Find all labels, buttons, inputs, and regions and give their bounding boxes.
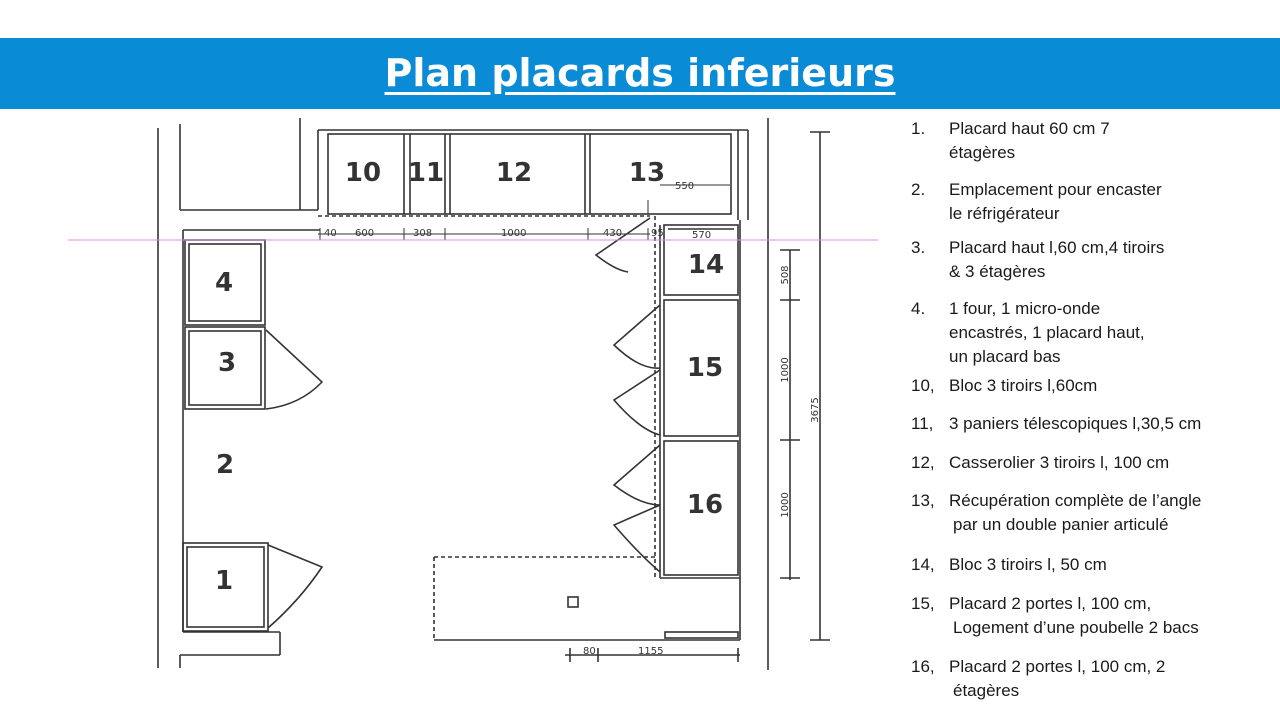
legend-number: 2. <box>911 180 926 199</box>
legend-text: 1 four, 1 micro-onde <box>949 299 1101 318</box>
sink-marker <box>567 596 579 608</box>
legend-text: & 3 étagères <box>949 262 1046 281</box>
legend-text: Logement d’une poubelle 2 bacs <box>953 618 1199 637</box>
legend-number: 13, <box>911 491 935 510</box>
cabinet-1 <box>182 542 269 632</box>
cabinet-14 <box>663 224 739 296</box>
legend-text: étagères <box>953 681 1020 700</box>
dim-430: 430 <box>603 228 622 239</box>
legend-text: Bloc 3 tiroirs l, 50 cm <box>949 555 1107 574</box>
cabinet-15 <box>663 299 739 437</box>
dim-40: 40 <box>324 228 337 239</box>
legend-number: 15, <box>911 594 935 613</box>
legend-text: étagères <box>949 143 1016 162</box>
kitchen-floor-plan: 10 11 12 13 14 4 3 15 2 16 1 40 600 308 … <box>68 118 878 670</box>
unit-label-16: 16 <box>687 490 723 520</box>
title-banner: Plan placards inferieurs <box>0 38 1280 109</box>
legend-text: Placard haut l,60 cm,4 tiroirs <box>949 238 1165 257</box>
legend-number: 12, <box>911 453 935 472</box>
dim-1000: 1000 <box>501 228 526 239</box>
unit-label-11: 11 <box>408 158 444 188</box>
page-title: Plan placards inferieurs <box>384 51 896 95</box>
legend-text: Placard haut 60 cm 7 <box>949 119 1110 138</box>
unit-label-1: 1 <box>215 566 233 596</box>
unit-label-3: 3 <box>218 348 236 378</box>
legend-text: Bloc 3 tiroirs l,60cm <box>949 376 1098 395</box>
dim-1000-right-lower: 1000 <box>780 492 791 517</box>
unit-label-4: 4 <box>215 268 233 298</box>
dim-550: 550 <box>675 181 694 192</box>
legend-text: Emplacement pour encaster <box>949 180 1162 199</box>
top-counter <box>327 133 732 215</box>
legend-text: par un double panier articulé <box>953 515 1169 534</box>
legend-text: un placard bas <box>949 347 1061 366</box>
legend-number: 3. <box>911 238 926 257</box>
legend-number: 4. <box>911 299 926 318</box>
legend-number: 14, <box>911 555 935 574</box>
cabinet-16 <box>663 440 739 576</box>
legend-number: 1. <box>911 119 926 138</box>
unit-label-2: 2 <box>216 450 234 480</box>
dim-570: 570 <box>692 230 711 241</box>
unit-label-12: 12 <box>496 158 532 188</box>
legend-text: 3 paniers télescopiques l,30,5 cm <box>949 414 1202 433</box>
legend-text: Placard 2 portes l, 100 cm, 2 <box>949 657 1166 676</box>
legend-text: encastrés, 1 placard haut, <box>949 323 1145 342</box>
dim-1155: 1155 <box>638 646 663 657</box>
dim-308: 308 <box>413 228 432 239</box>
legend-text: le réfrigérateur <box>949 204 1060 223</box>
legend-text: Casserolier 3 tiroirs l, 100 cm <box>949 453 1170 472</box>
unit-label-13: 13 <box>629 158 665 188</box>
cabinet-3 <box>184 326 266 410</box>
legend-text: Placard 2 portes l, 100 cm, <box>949 594 1152 613</box>
dim-600: 600 <box>355 228 374 239</box>
dim-1000-right-upper: 1000 <box>780 357 791 382</box>
unit-label-10: 10 <box>345 158 381 188</box>
legend-number: 16, <box>911 657 935 676</box>
dim-80: 80 <box>583 646 596 657</box>
legend-text: Récupération complète de l’angle <box>949 491 1202 510</box>
legend-number: 10, <box>911 376 935 395</box>
legend-number: 11, <box>911 414 934 433</box>
unit-label-14: 14 <box>688 250 724 280</box>
dim-95: 95 <box>651 228 664 239</box>
dim-508: 508 <box>780 265 791 284</box>
dim-3675: 3675 <box>810 397 821 422</box>
unit-label-15: 15 <box>687 353 723 383</box>
